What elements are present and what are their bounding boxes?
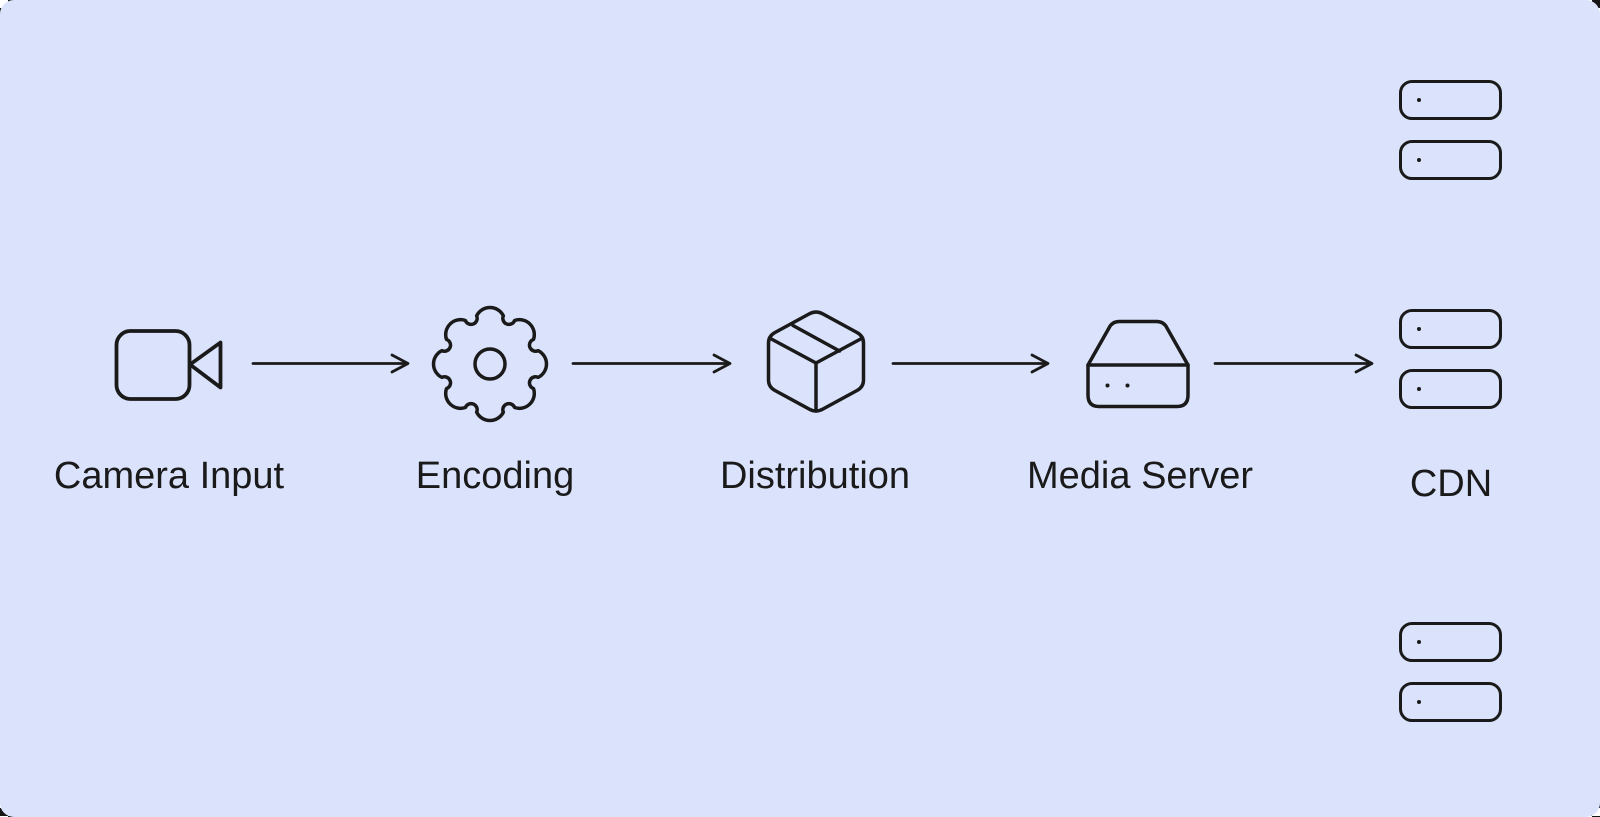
node-label-distribution: Distribution — [719, 455, 911, 497]
server-led-dot-icon — [1417, 640, 1421, 644]
node-label-encoding: Encoding — [415, 455, 575, 497]
cdn-server-node — [1399, 682, 1502, 722]
cdn-cluster-bottom — [1399, 622, 1502, 722]
node-label-media-server: Media Server — [1027, 455, 1253, 497]
package-box-icon — [766, 310, 866, 413]
server-led-dot-icon — [1417, 327, 1421, 331]
cdn-server-node — [1399, 369, 1502, 409]
server-led-dot-icon — [1417, 387, 1421, 391]
cdn-server-node — [1399, 309, 1502, 349]
node-label-cdn: CDN — [1409, 463, 1493, 505]
server-led-dot-icon — [1417, 158, 1421, 162]
cdn-cluster-middle — [1399, 309, 1502, 409]
arrow-camera-to-encoding — [251, 353, 410, 374]
server-led-dot — [1125, 383, 1130, 388]
cdn-cluster-top — [1399, 80, 1502, 180]
cdn-server-node — [1399, 140, 1502, 180]
video-camera-icon — [114, 329, 223, 401]
cdn-server-node — [1399, 622, 1502, 662]
server-led-dot — [1105, 383, 1110, 388]
cdn-server-node — [1399, 80, 1502, 120]
media-server-icon — [1086, 319, 1190, 409]
server-led-dot-icon — [1417, 700, 1421, 704]
arrow-mediaserver-to-cdn — [1213, 353, 1374, 374]
arrow-encoding-to-distribution — [571, 353, 732, 374]
server-led-dot-icon — [1417, 98, 1421, 102]
arrow-distribution-to-mediaserver — [891, 353, 1050, 374]
node-label-camera-input: Camera Input — [53, 455, 285, 497]
gear-icon — [431, 305, 549, 423]
